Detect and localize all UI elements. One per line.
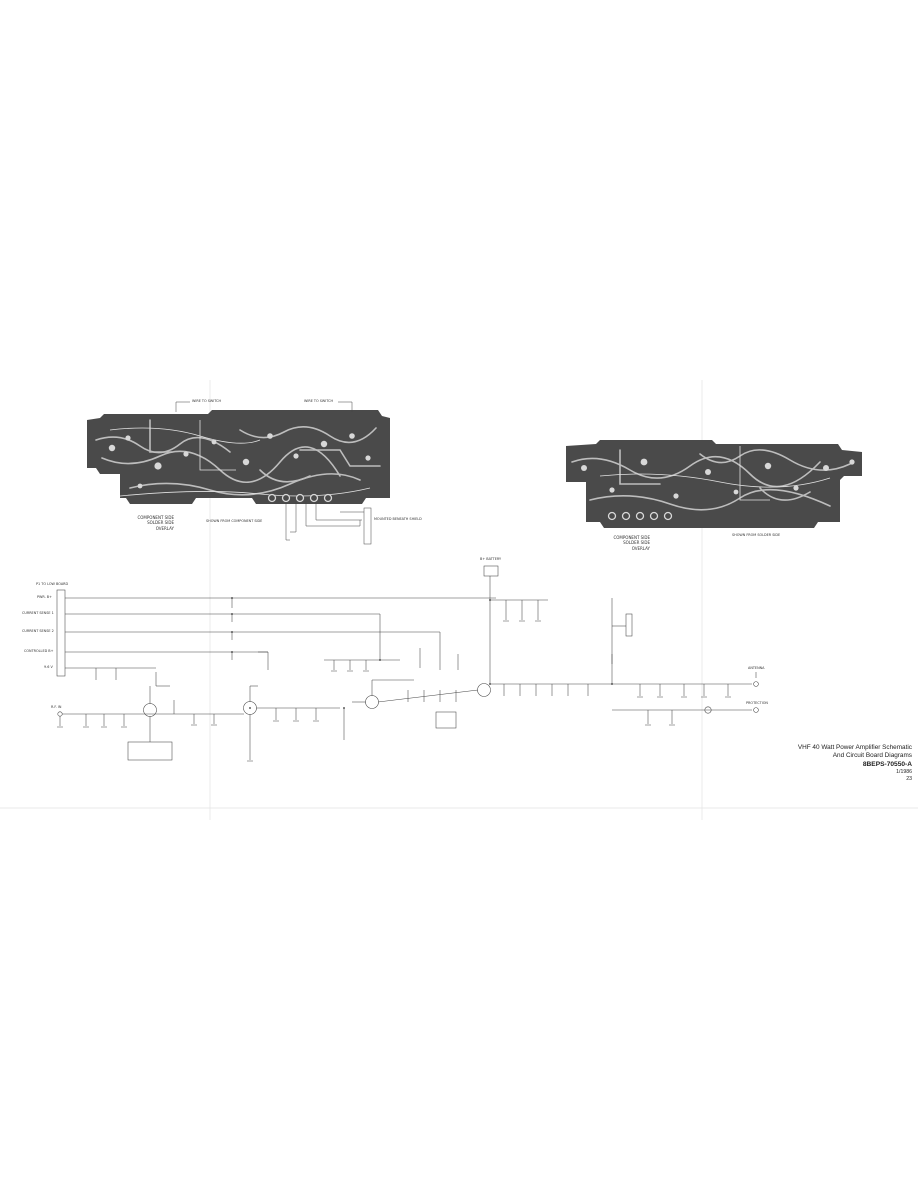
document-code: 8BEPS-70550-A (862, 760, 912, 768)
legend-overlay: OVERLAY (155, 525, 174, 531)
document-date: 1/1986 (896, 769, 912, 776)
left-note-switch-b: WIRE TO SWITCH (304, 399, 334, 403)
battery-label: B+ BATTERY (480, 557, 502, 561)
title-line-1: VHF 40 Watt Power Amplifier Schematic (797, 744, 912, 751)
right-board-view-label: SHOWN FROM SOLDER SIDE (732, 533, 781, 537)
left-board-view-label: SHOWN FROM COMPONENT SIDE (206, 519, 263, 523)
ground-symbols (57, 620, 731, 762)
legend-solder-side: SOLDER SIDE (147, 520, 174, 526)
legend-solder-side: SOLDER SIDE (623, 540, 650, 546)
antenna-label: ANTENNA (748, 666, 765, 670)
pin-label-sense-1: CURRENT SENSE 1 (22, 611, 54, 615)
pin-label-9v6: 9.6 V (44, 665, 53, 669)
schematic-wiring (56, 565, 759, 761)
pin-label-pwr: PWR. B+ (37, 595, 52, 599)
right-board-legend: COMPONENT SIDE SOLDER SIDE OVERLAY (600, 535, 650, 551)
left-note-switch-a: WIRE TO SWITCH (192, 399, 222, 403)
right-circuit-board (566, 440, 862, 528)
pin-label-sense-2: CURRENT SENSE 2 (22, 629, 54, 633)
title-block: VHF 40 Watt Power Amplifier Schematic An… (770, 744, 912, 783)
connector-label: P1 TO LOW BOARD (36, 582, 69, 586)
title-line-2: And Circuit Board Diagrams (832, 752, 912, 760)
page-number: 23 (906, 775, 912, 782)
left-board-legend: COMPONENT SIDE SOLDER SIDE OVERLAY (128, 515, 174, 531)
rf-input-label: R.F. IN (51, 705, 62, 709)
pin-label-controlled: CONTROLLED B+ (24, 649, 54, 653)
junction-dots (231, 597, 613, 709)
protection-label: PROTECTION (746, 701, 768, 705)
legend-component-side: COMPONENT SIDE (137, 515, 174, 520)
legend-overlay: OVERLAY (631, 545, 650, 551)
left-circuit-board (87, 401, 390, 545)
legend-component-side: COMPONENT SIDE (613, 535, 650, 540)
left-note-shield: MOUNTED BENEATH SHIELD (374, 517, 422, 521)
